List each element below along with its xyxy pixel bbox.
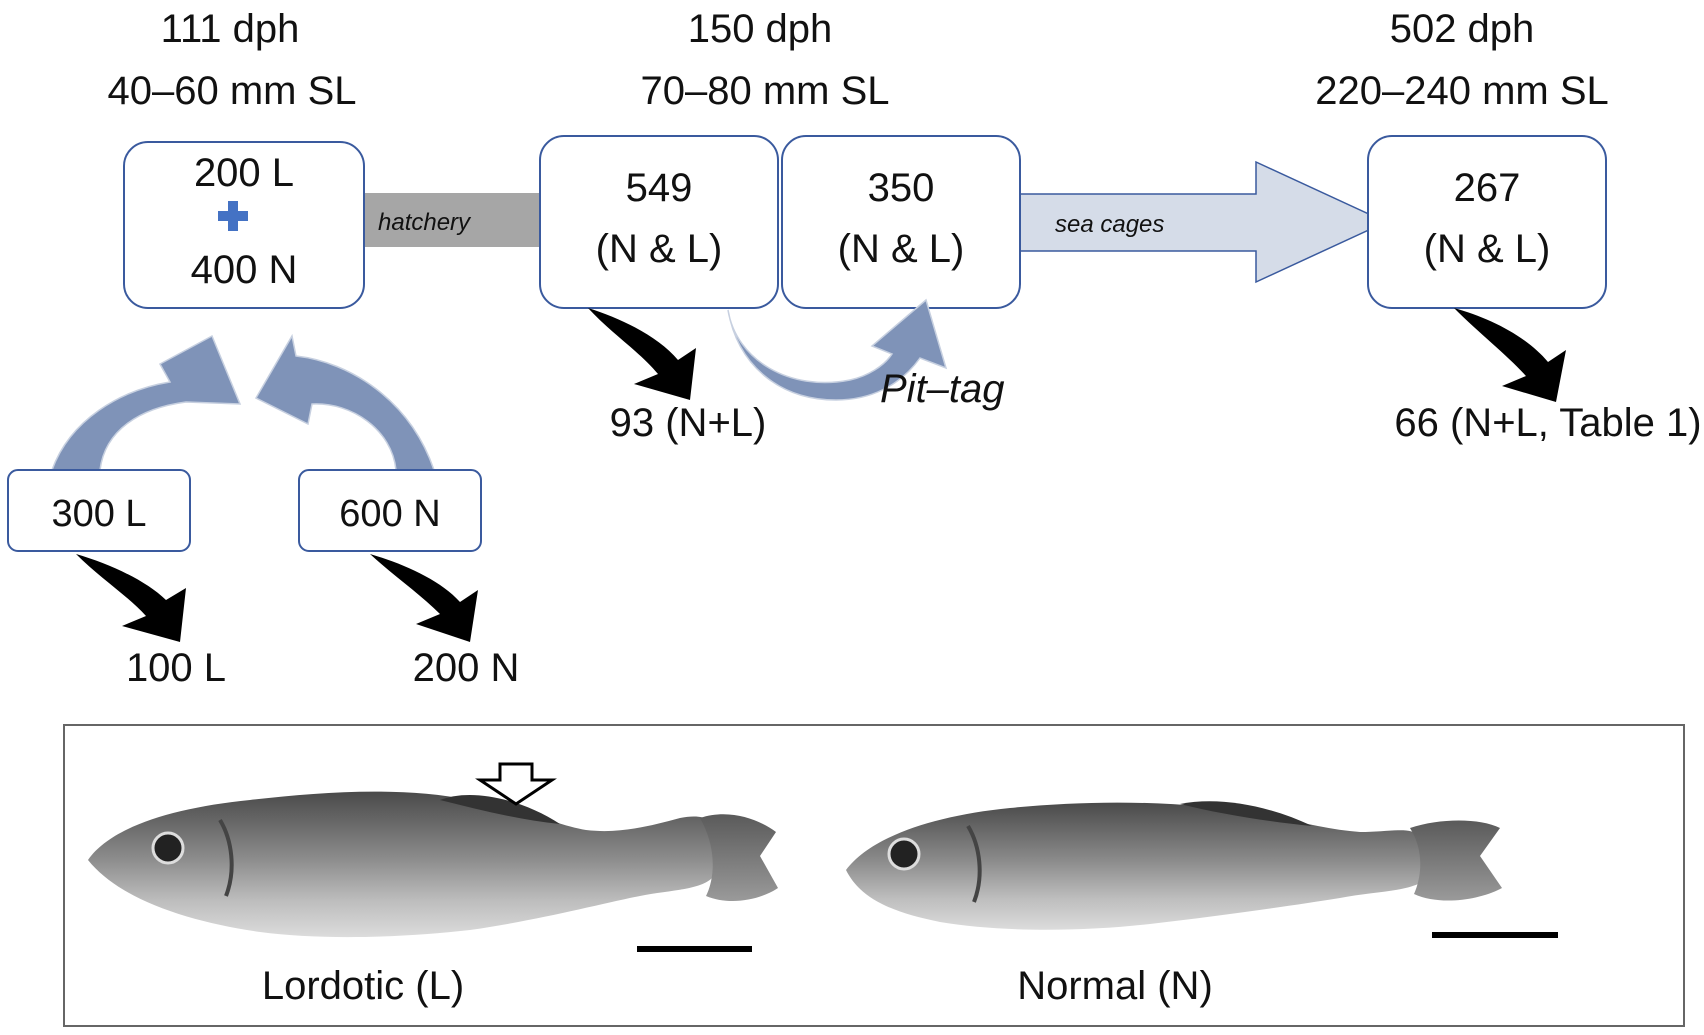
box-267-group: (N & L): [1424, 227, 1551, 271]
plus-icon: [218, 201, 248, 231]
stage-3-size: 220–240 mm SL: [1315, 69, 1609, 113]
stage-2-dph: 150 dph: [688, 7, 833, 51]
removal-arrow-100l: [76, 554, 186, 642]
photo-label-lordotic: Lordotic (L): [262, 964, 464, 1008]
removal-arrow-200n: [370, 554, 478, 642]
box-600-n-label: 600 N: [339, 493, 440, 535]
box-267: [1367, 135, 1607, 309]
arrow-src-l-to-start: [50, 334, 242, 471]
box-549-count: 549: [626, 166, 693, 210]
removed-66: 66 (N+L, Table 1): [1394, 401, 1701, 445]
lordotic-fish: [88, 791, 778, 938]
stage-1-dph: 111 dph: [161, 7, 300, 51]
scale-bar-right: [1432, 932, 1558, 938]
box-350-count: 350: [868, 166, 935, 210]
removed-93: 93 (N+L): [610, 401, 767, 445]
hatchery-bar: [362, 193, 540, 247]
removal-arrow-93: [588, 308, 696, 400]
stage-3-dph: 502 dph: [1390, 7, 1535, 51]
sea-cages-arrow: [1019, 160, 1388, 284]
start-box: [123, 141, 365, 309]
removed-200n: 200 N: [413, 646, 520, 690]
removed-100l: 100 L: [126, 646, 226, 690]
scale-bar-left: [637, 946, 752, 952]
pit-tag-label: Pit–tag: [880, 367, 1005, 411]
start-box-bottom: 400 N: [191, 248, 298, 292]
normal-fish: [846, 801, 1502, 930]
box-350: [781, 135, 1021, 309]
box-300-l-label: 300 L: [51, 493, 146, 535]
box-600-n: [298, 469, 482, 552]
photo-label-normal: Normal (N): [1017, 964, 1213, 1008]
removal-arrow-66: [1454, 308, 1566, 402]
box-350-group: (N & L): [838, 227, 965, 271]
box-549: [539, 135, 779, 309]
box-267-count: 267: [1454, 166, 1521, 210]
box-300-l: [7, 469, 191, 552]
stage-2-size: 70–80 mm SL: [640, 69, 889, 113]
hatchery-label: hatchery: [378, 209, 472, 236]
box-549-group: (N & L): [596, 227, 723, 271]
deformity-marker-arrow: [475, 762, 557, 806]
sea-cages-label: sea cages: [1055, 211, 1164, 238]
pit-tag-arrow: [727, 298, 948, 401]
stage-1-size: 40–60 mm SL: [107, 69, 356, 113]
arrow-src-n-to-start: [254, 333, 436, 471]
start-box-top: 200 L: [194, 151, 294, 195]
